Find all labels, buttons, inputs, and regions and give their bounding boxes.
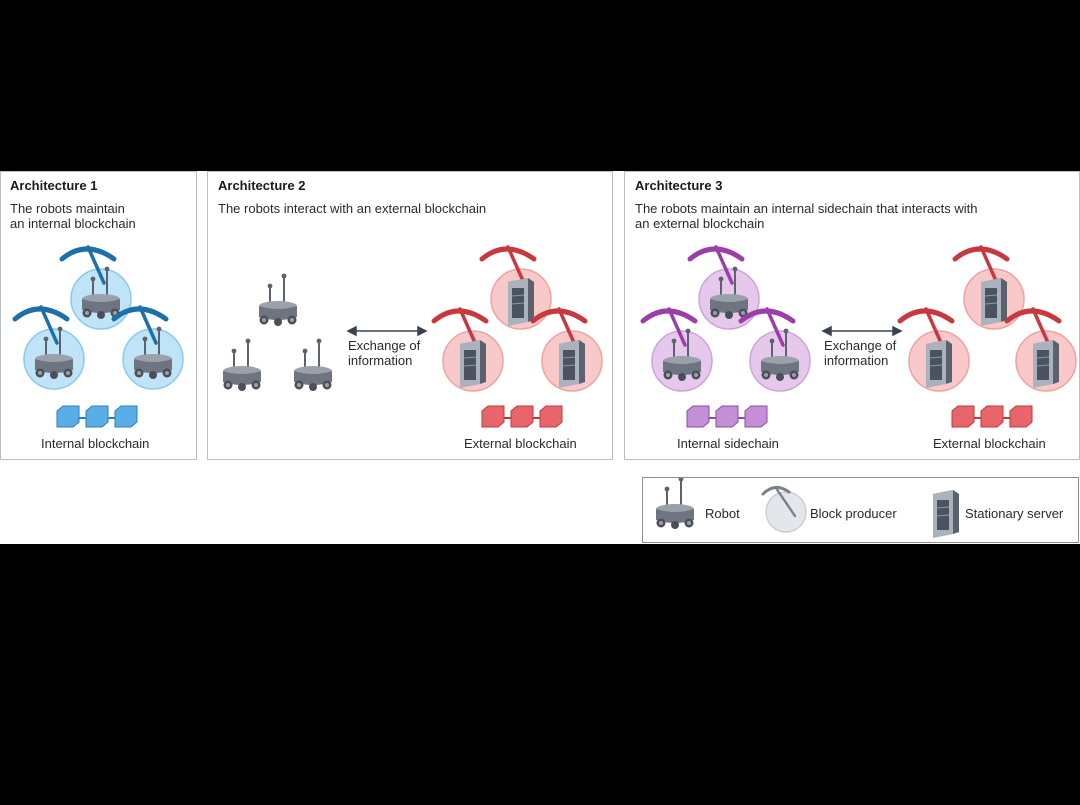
server-icon [459,339,487,389]
internal-blockchain-icon [56,405,138,428]
exchange-line: Exchange of [348,338,421,353]
internal-blockchain-caption: Internal blockchain [41,436,150,451]
robot-icon [258,272,298,327]
internal-sidechain-icon [686,405,768,428]
description-line: The robots interact with an external blo… [218,201,487,216]
exchange-arrow [821,325,903,337]
exchange-line: information [348,353,413,368]
external-block-producers [900,247,1077,392]
description-line: an internal blockchain [10,216,136,231]
block-producer-icon [761,486,807,533]
robot-icon [655,478,695,530]
server-icon [1032,339,1060,389]
legend: Robot Block producer Stationary server [642,477,1079,543]
legend-stationary-server-label: Stationary server [965,506,1064,521]
description-line: The robots maintain [10,201,125,216]
server-icon [507,277,535,327]
architecture-2-title: Architecture 2 [218,178,306,193]
external-blockchain-caption: External blockchain [933,436,1046,451]
robot-group [222,272,333,392]
server-icon [932,489,960,539]
architecture-1-description: The robots maintain an internal blockcha… [10,201,136,231]
figure-canvas: Architecture 1 The robots maintain an in… [0,171,1080,544]
architecture-3-description: The robots maintain an internal sidechai… [635,201,978,231]
exchange-label: Exchange of information [824,338,896,368]
robot-icon [222,337,262,392]
legend-robot-label: Robot [705,506,740,521]
diagram-artwork [0,171,1077,428]
exchange-line: Exchange of [824,338,897,353]
exchange-line: information [824,353,889,368]
legend-icons [655,478,960,539]
architecture-1-title: Architecture 1 [10,178,98,193]
server-icon [980,277,1008,327]
external-block-producers [434,247,603,392]
description-line: an external blockchain [635,216,765,231]
server-icon [925,339,953,389]
external-blockchain-icon [951,405,1033,428]
block-producer-robot-group [15,247,184,390]
architecture-2-description: The robots interact with an external blo… [218,201,486,216]
sidechain-block-producers [643,247,811,392]
external-blockchain-caption: External blockchain [464,436,577,451]
architecture-3-title: Architecture 3 [635,178,723,193]
legend-block-producer-label: Block producer [810,506,897,521]
external-blockchain-icon [481,405,563,428]
exchange-label: Exchange of information [348,338,420,368]
server-icon [558,339,586,389]
robot-icon [293,337,333,392]
description-line: The robots maintain an internal sidechai… [635,201,978,216]
exchange-arrow [346,325,428,337]
internal-sidechain-caption: Internal sidechain [677,436,779,451]
